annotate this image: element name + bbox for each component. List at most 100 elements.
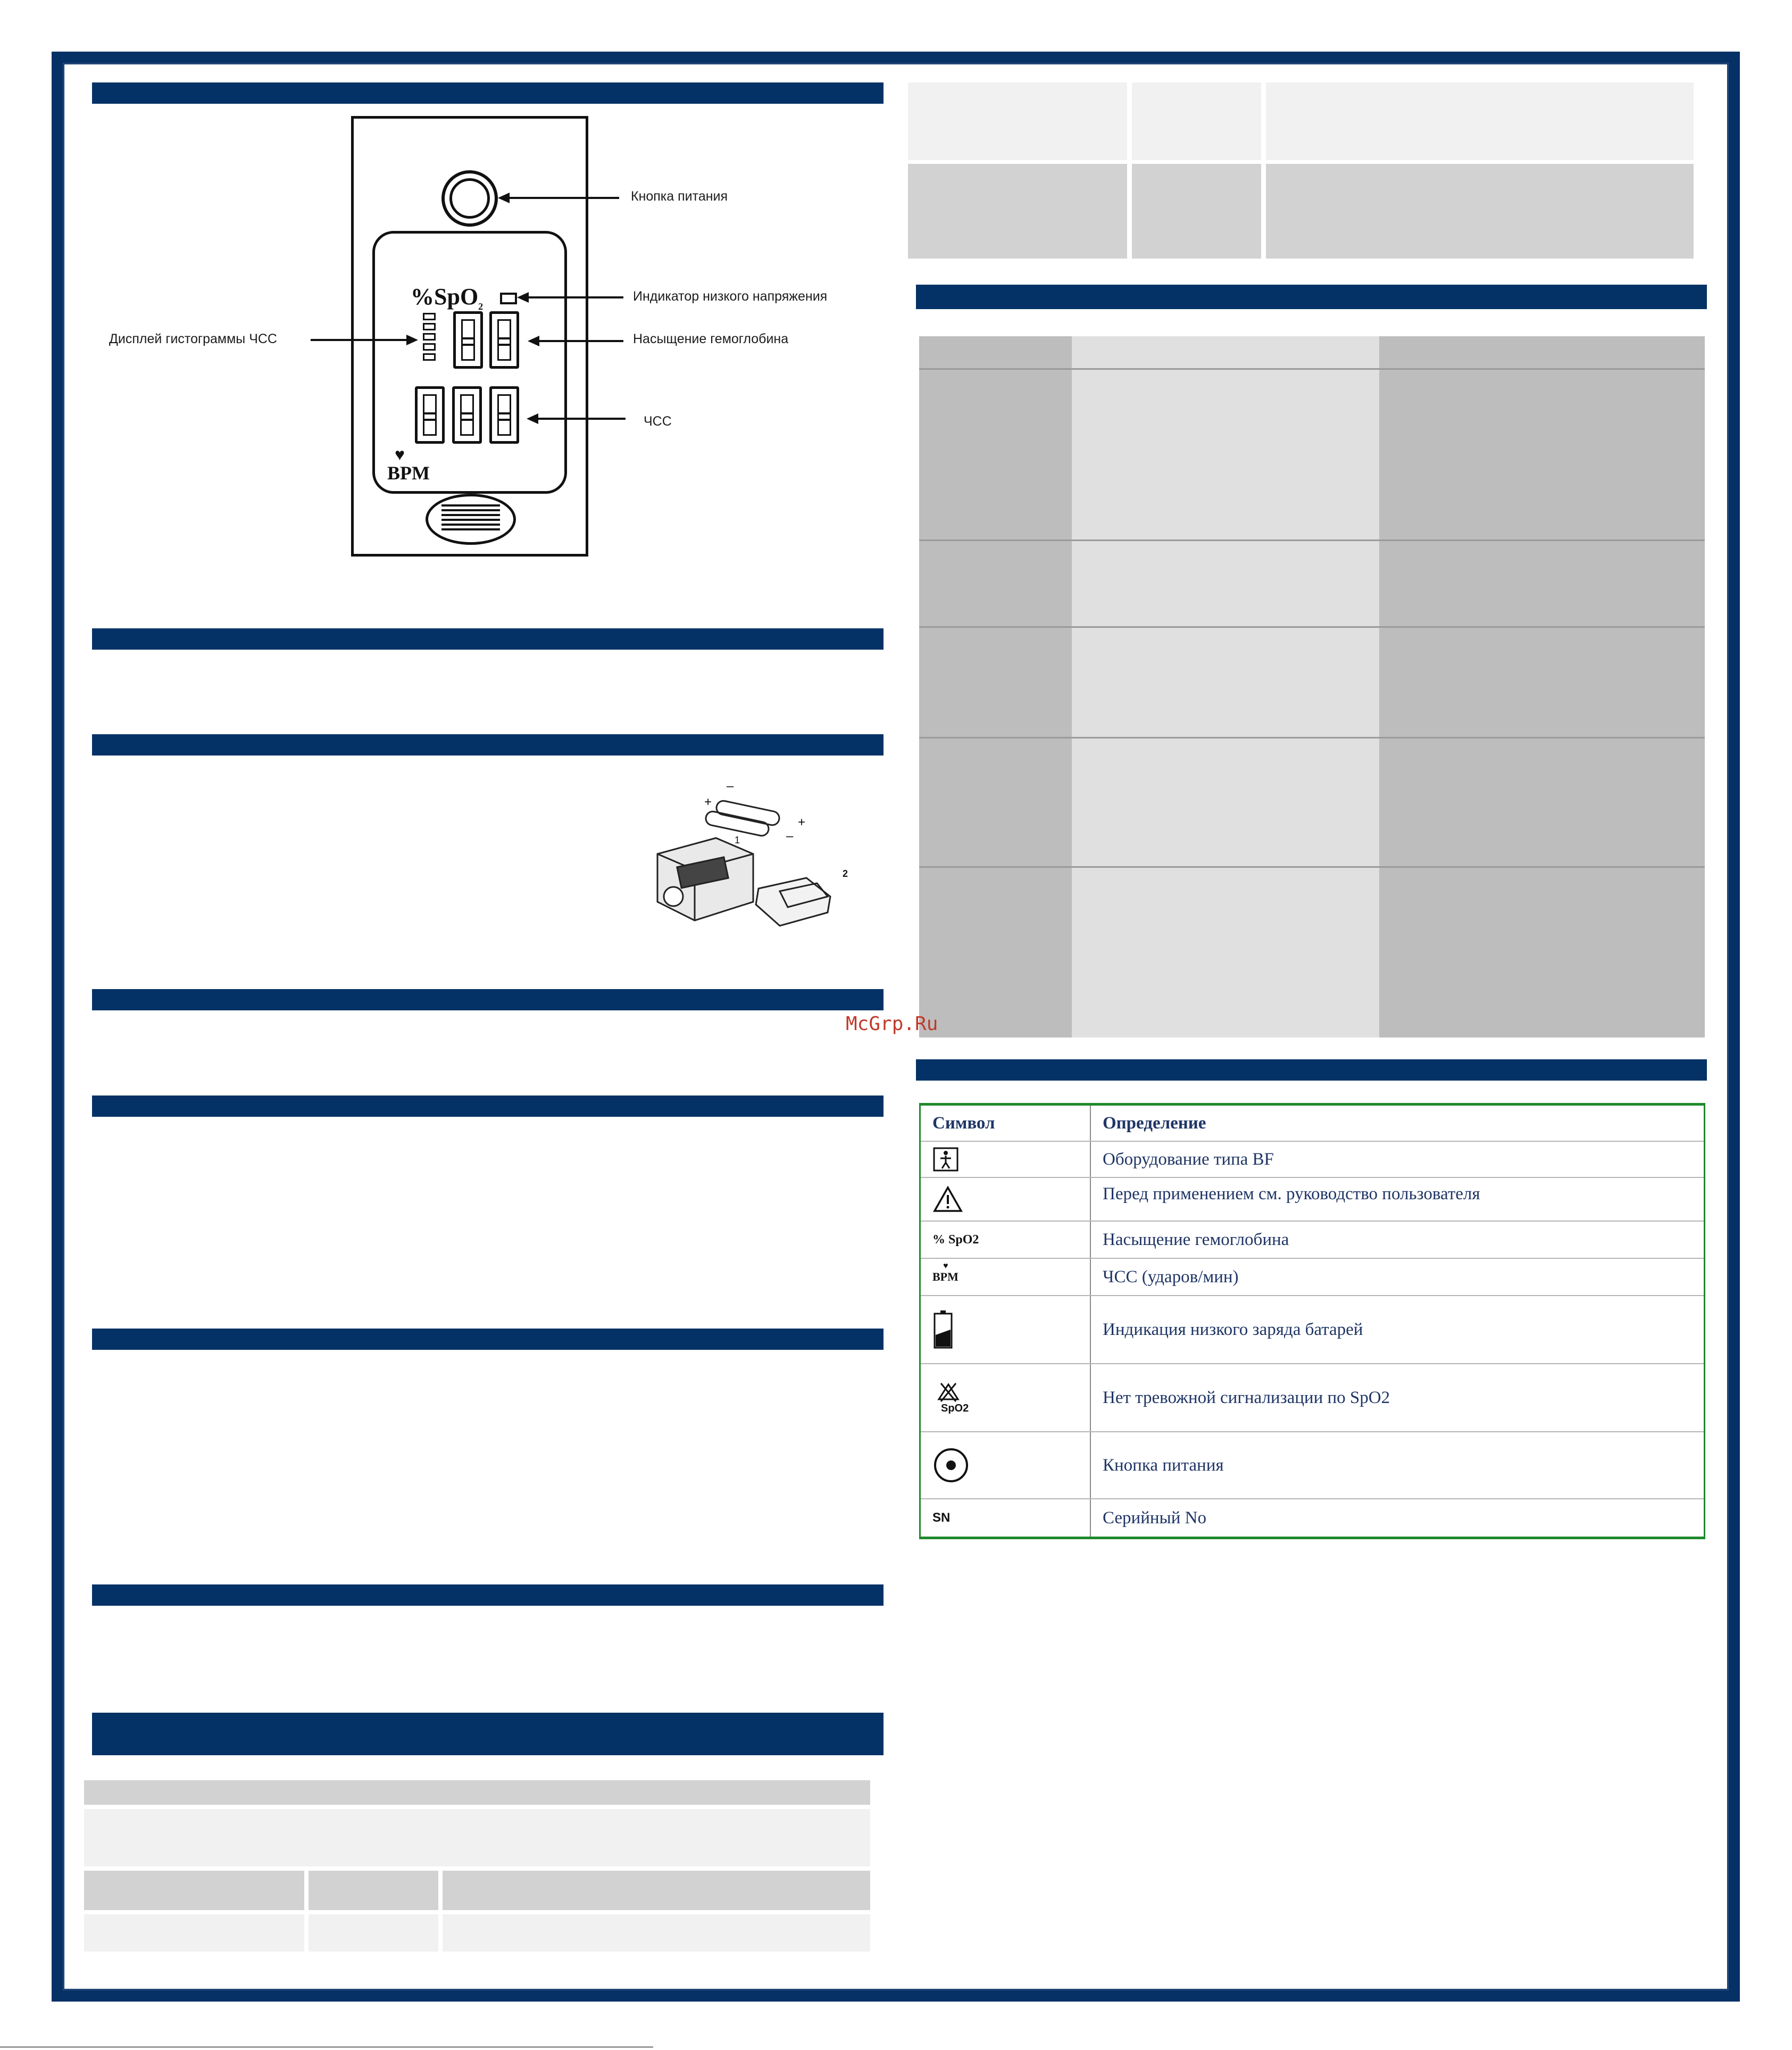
polarity-plus-left: +	[704, 795, 712, 809]
pointer-line	[537, 418, 626, 420]
section-bar-7	[92, 1584, 884, 1606]
polarity-plus-right: +	[798, 815, 805, 829]
step-number-1: 1	[735, 835, 740, 845]
trouble-table-divider	[919, 368, 1705, 370]
trouble-table-col2	[1072, 336, 1379, 1038]
device-speaker-grille	[441, 504, 500, 533]
page-footer-rule	[0, 2046, 653, 2048]
symbol-table: Символ Определение Оборудование типа BF …	[919, 1103, 1705, 1539]
battery-installation-figure: – + + – 1 2	[656, 779, 848, 927]
spec-table-cell	[309, 1871, 438, 1910]
definition-text: Насыщение гемоглобина	[1103, 1230, 1289, 1249]
section-bar-device-overview	[92, 82, 884, 104]
pointer-line	[538, 340, 623, 342]
device-open-illustration	[656, 837, 831, 927]
spec-table-cell	[84, 1871, 304, 1910]
battery-cell	[705, 800, 780, 837]
section-bar-battery	[92, 734, 884, 756]
section-bar-6	[92, 1329, 884, 1350]
segment-digit	[453, 311, 483, 369]
spec-table-cell	[1266, 164, 1694, 259]
arrow-left-icon	[527, 413, 538, 424]
no-alarm-spo2-label: SpO2	[941, 1402, 969, 1414]
spec-table-cell	[84, 1914, 304, 1952]
section-bar-troubleshooting	[916, 285, 1707, 309]
definition-text: Кнопка питания	[1103, 1455, 1224, 1475]
section-bar-specs	[92, 1713, 884, 1755]
section-bar-5	[92, 1095, 884, 1117]
power-button-icon	[934, 1448, 968, 1482]
table-row: Оборудование типа BF	[921, 1141, 1704, 1177]
trouble-table-col1	[919, 336, 1072, 1038]
spec-table-cell	[1132, 82, 1261, 160]
pointer-line	[509, 197, 619, 199]
spec-table-cell	[908, 82, 1127, 160]
table-row: Индикация низкого заряда батарей	[921, 1295, 1704, 1363]
device-speaker	[426, 494, 516, 545]
warning-triangle-icon	[932, 1185, 963, 1212]
table-row: SpO2 Нет тревожной сигнализации по SpO2	[921, 1363, 1704, 1431]
low-battery-icon	[933, 1310, 953, 1349]
definition-text: Перед применением см. руководство пользо…	[1103, 1184, 1480, 1204]
table-row: Кнопка питания	[921, 1431, 1704, 1498]
segment-digit	[489, 311, 519, 369]
table-row: Перед применением см. руководство пользо…	[921, 1177, 1704, 1221]
page-frame	[52, 52, 1740, 2002]
watermark: McGrp.Ru	[846, 1013, 938, 1035]
symbol-table-header: Символ Определение	[921, 1106, 1704, 1141]
bpm-icon: ♥BPM	[932, 1261, 958, 1283]
trouble-table-divider	[919, 866, 1705, 868]
spec-table-row	[84, 1809, 870, 1866]
segment-digit	[452, 386, 482, 444]
arrow-left-icon	[498, 193, 510, 203]
label-hr-bar-display: Дисплей гистограммы ЧСС	[109, 331, 277, 346]
pointer-line	[311, 339, 406, 341]
page-frame-inner	[63, 63, 1729, 1990]
arrow-left-icon	[528, 336, 539, 346]
type-bf-icon	[933, 1147, 958, 1172]
device-spo2-label: %SpO2	[411, 284, 484, 312]
spec-table-header	[84, 1780, 870, 1805]
device-hr-bargraph	[423, 313, 436, 363]
device-screen	[372, 231, 567, 494]
section-bar-2	[92, 628, 884, 650]
polarity-minus-top: –	[727, 779, 734, 793]
spec-table-cell	[309, 1914, 438, 1952]
trouble-table-divider	[919, 626, 1705, 628]
device-power-button	[441, 170, 498, 227]
arrow-right-icon	[406, 335, 418, 345]
no-alarm-spo2-icon	[937, 1382, 960, 1402]
step-number-2: 2	[843, 868, 848, 879]
device-bpm-label: BPM	[387, 462, 430, 484]
spec-table-cell	[1266, 82, 1694, 160]
header-symbol: Символ	[932, 1113, 995, 1133]
segment-digit	[415, 386, 445, 444]
device-low-voltage-indicator	[500, 293, 517, 304]
table-row: % SpO2 Насыщение гемоглобина	[921, 1221, 1704, 1258]
label-saturation: Насыщение гемоглобина	[633, 331, 789, 346]
pointer-line	[528, 296, 623, 298]
label-low-voltage: Индикатор низкого напряжения	[633, 289, 828, 304]
spo2-icon: % SpO2	[932, 1232, 979, 1247]
spec-table-cell	[1132, 164, 1261, 259]
label-power-button: Кнопка питания	[631, 189, 728, 204]
definition-text: Нет тревожной сигнализации по SpO2	[1103, 1388, 1390, 1407]
spec-table-cell	[908, 164, 1127, 259]
label-hr: ЧСС	[644, 414, 672, 429]
spec-table-cell	[443, 1914, 870, 1952]
section-bar-4	[92, 989, 884, 1010]
serial-number-icon: SN	[932, 1510, 951, 1525]
polarity-minus-bottom: –	[786, 829, 794, 843]
definition-text: Индикация низкого заряда батарей	[1103, 1319, 1363, 1339]
trouble-table-divider	[919, 737, 1705, 738]
table-row: ♥BPM ЧСС (ударов/мин)	[921, 1258, 1704, 1295]
arrow-left-icon	[517, 292, 529, 303]
section-bar-symbols	[916, 1059, 1707, 1081]
heart-icon: ♥	[395, 445, 405, 464]
definition-text: ЧСС (ударов/мин)	[1103, 1267, 1239, 1287]
definition-text: Серийный No	[1103, 1508, 1206, 1528]
trouble-table-col3	[1379, 336, 1705, 1038]
trouble-table-divider	[919, 540, 1705, 541]
device-power-button-inner	[449, 178, 490, 219]
definition-text: Оборудование типа BF	[1103, 1149, 1274, 1169]
